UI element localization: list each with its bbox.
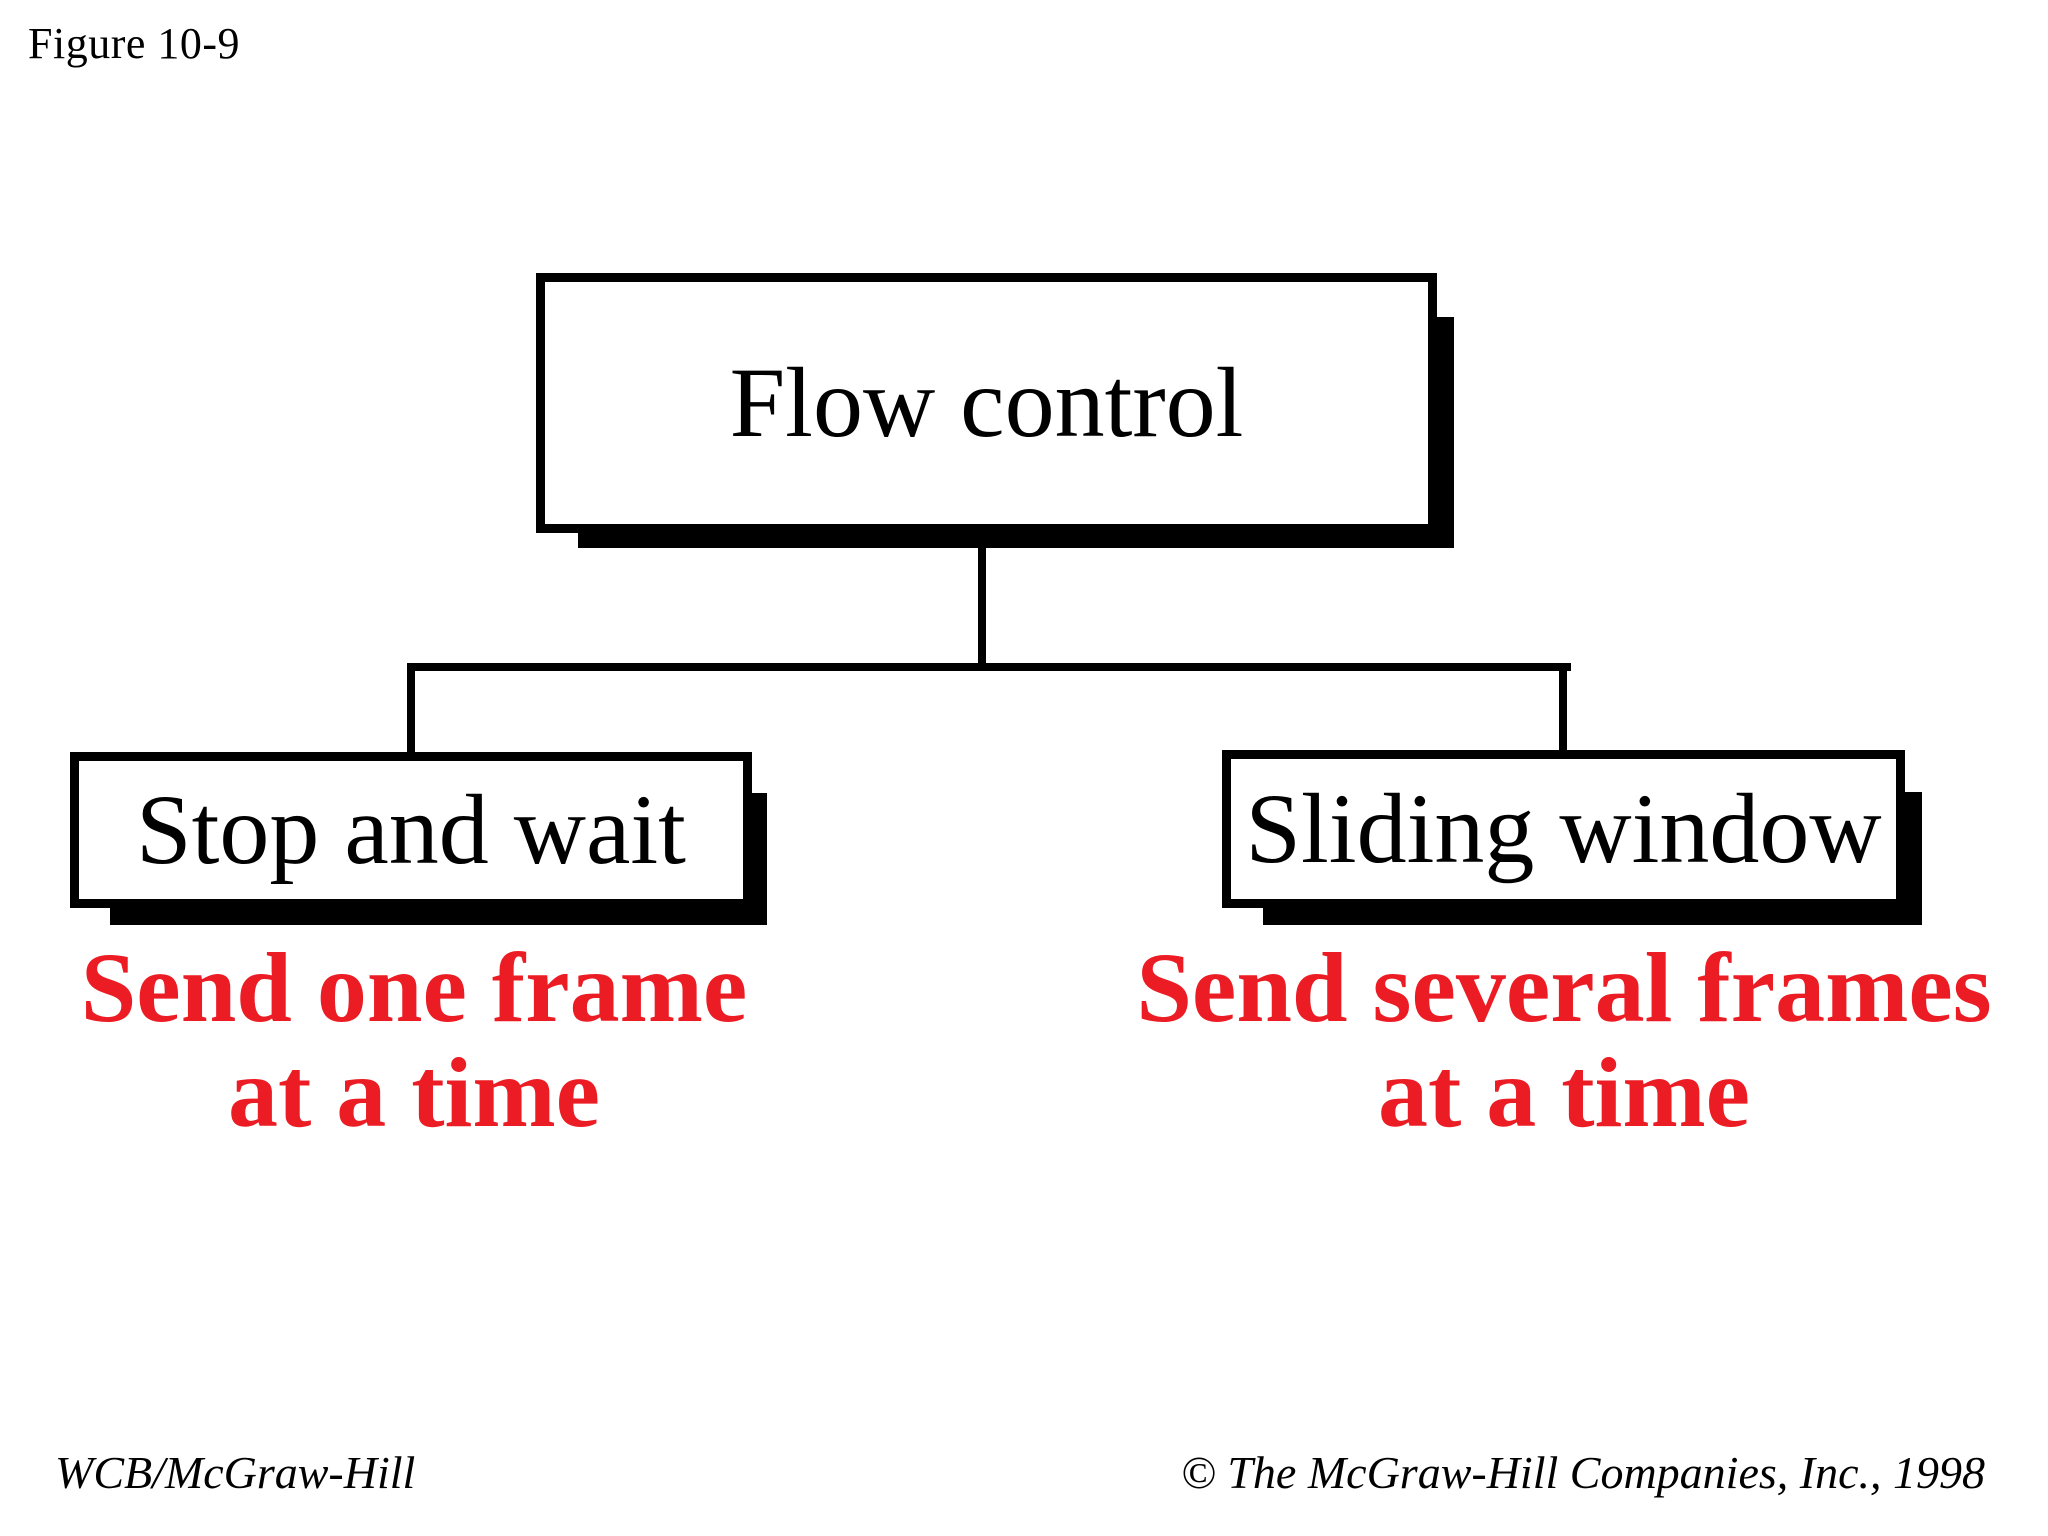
figure-label: Figure 10-9 xyxy=(28,19,241,68)
caption-sliding-window-line2: at a time xyxy=(1377,1037,1751,1148)
caption-stop-and-wait-line1: Send one frame xyxy=(80,932,748,1043)
caption-stop-and-wait: Send one frame at a time xyxy=(0,935,828,1145)
stop-and-wait-box: Stop and wait xyxy=(70,752,752,908)
stop-and-wait-box-shadow-bottom xyxy=(110,908,767,925)
sliding-window-label: Sliding window xyxy=(1245,773,1882,884)
flow-control-box-shadow-bottom xyxy=(578,533,1454,548)
flow-control-box-shadow-right xyxy=(1437,317,1454,548)
stop-and-wait-label: Stop and wait xyxy=(136,774,686,885)
connector-right-stem xyxy=(1559,663,1567,753)
connector-branch-horizontal xyxy=(407,663,1571,671)
sliding-window-box-shadow-right xyxy=(1905,792,1922,925)
connector-root-stem xyxy=(978,540,986,671)
connector-left-stem xyxy=(407,663,415,755)
sliding-window-box-shadow-bottom xyxy=(1263,908,1922,925)
caption-stop-and-wait-line2: at a time xyxy=(227,1037,601,1148)
caption-sliding-window: Send several frames at a time xyxy=(1124,935,2004,1145)
footer-right-copyright: © The McGraw-Hill Companies, Inc., 1998 xyxy=(1180,1447,1985,1498)
stop-and-wait-box-shadow-right xyxy=(752,793,767,925)
flow-control-box: Flow control xyxy=(536,273,1437,533)
sliding-window-box: Sliding window xyxy=(1222,750,1905,908)
caption-sliding-window-line1: Send several frames xyxy=(1136,932,1992,1043)
footer-left-credit: WCB/McGraw-Hill xyxy=(55,1447,416,1498)
flow-control-label: Flow control xyxy=(729,347,1244,458)
